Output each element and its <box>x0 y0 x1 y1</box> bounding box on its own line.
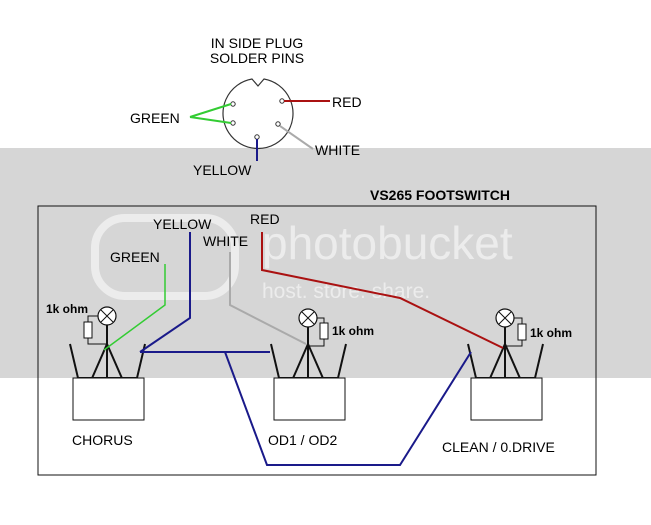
fs-wire-red <box>261 232 504 349</box>
plug-label-white: WHITE <box>315 142 360 158</box>
switch-od-res-label: 1k ohm <box>332 324 374 338</box>
plug-pin-white <box>275 121 281 127</box>
watermark-main: photobucket <box>262 217 513 269</box>
fs-wire-white <box>229 252 307 345</box>
plug-label-green: GREEN <box>130 110 180 126</box>
plug-pin-yellow <box>254 134 260 140</box>
switch-od-resistor <box>319 322 329 340</box>
fs-label-yellow: YELLOW <box>153 216 212 232</box>
plug-outline <box>222 78 294 149</box>
watermark-band <box>0 148 651 378</box>
plug-connector <box>222 78 294 149</box>
switch-od-led-cross <box>301 311 315 325</box>
switch-chorus: 1k ohm CHORUS <box>46 302 146 448</box>
plug-wire-green <box>189 103 232 124</box>
plug-title-line2: SOLDER PINS <box>210 50 304 66</box>
switch-od-res-leads <box>308 317 325 347</box>
fs-label-red: RED <box>250 211 280 227</box>
switch-clean-res-label: 1k ohm <box>530 326 572 340</box>
switch-od-body <box>273 377 346 421</box>
plug-label-yellow: YELLOW <box>193 162 252 178</box>
fs-wire-common-blue <box>140 351 472 466</box>
switch-chorus-resistor <box>83 321 93 339</box>
switch-clean-resistor <box>517 323 527 341</box>
plug-label-red: RED <box>332 94 362 110</box>
plug-pin-green-2 <box>230 120 236 126</box>
switch-clean-body <box>470 377 543 421</box>
switch-clean-led-cross <box>498 311 512 325</box>
switch-od-label: OD1 / OD2 <box>268 432 337 448</box>
fs-wire-green <box>103 264 166 351</box>
photobucket-watermark: photobucket host. store. share. <box>91 214 513 303</box>
switch-od: 1k ohm OD1 / OD2 <box>268 308 374 448</box>
plug-wire-white <box>279 125 314 150</box>
switch-clean: 1k ohm CLEAN / 0.DRIVE <box>442 308 572 455</box>
switch-chorus-label: CHORUS <box>72 432 133 448</box>
switch-clean-label: CLEAN / 0.DRIVE <box>442 439 555 455</box>
watermark-sub: host. store. share. <box>262 280 430 303</box>
fs-wire-yellow <box>139 232 191 353</box>
fs-label-green: GREEN <box>110 249 160 265</box>
fs-label-white: WHITE <box>203 233 248 249</box>
switch-chorus-led-cross <box>100 309 114 323</box>
plug-pin-green-1 <box>230 101 236 107</box>
switch-chorus-body <box>72 377 145 421</box>
plug-title-line1: IN SIDE PLUG <box>211 35 304 51</box>
switch-chorus-res-leads <box>87 315 107 345</box>
footswitch-title: VS265 FOOTSWITCH <box>370 187 510 203</box>
switch-clean-res-leads <box>505 317 523 347</box>
footswitch-box <box>37 205 597 476</box>
switch-chorus-res-label: 1k ohm <box>46 302 88 316</box>
plug-pin-red <box>279 98 285 104</box>
